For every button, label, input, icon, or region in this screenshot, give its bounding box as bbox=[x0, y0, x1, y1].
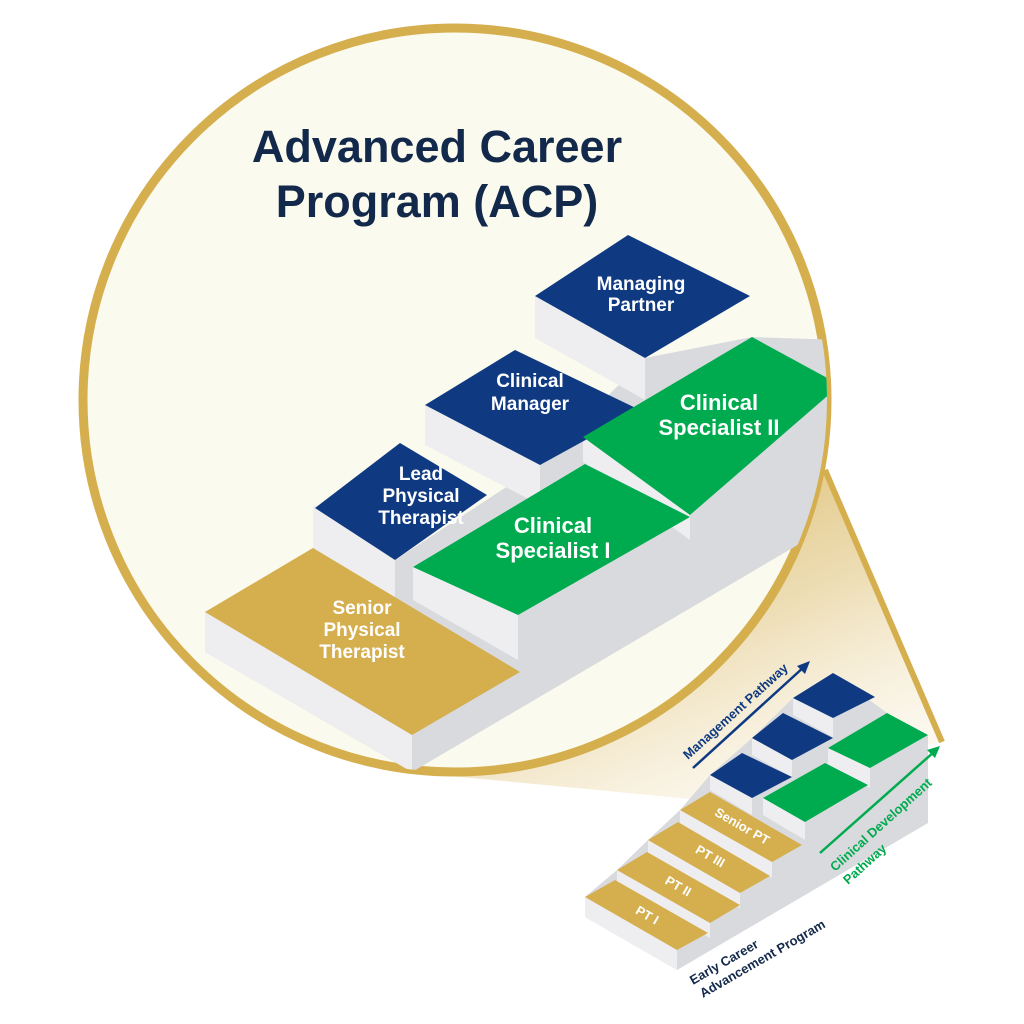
acp-staircase bbox=[205, 235, 827, 772]
clinical-arrowhead bbox=[927, 746, 940, 758]
step-small-navy-2 bbox=[752, 713, 833, 760]
early-staircase bbox=[585, 673, 928, 970]
label-lead-pt-3: Therapist bbox=[378, 508, 464, 529]
step-lead-physical-therapist bbox=[315, 443, 487, 560]
magnifier-edge bbox=[822, 468, 945, 744]
step-small-green-1 bbox=[763, 763, 868, 822]
step-clinical-specialist-1 bbox=[413, 464, 690, 615]
step-pt-1 bbox=[585, 880, 708, 950]
step-small-navy-3 bbox=[793, 673, 875, 718]
label-senior-pt-1: Senior bbox=[332, 598, 392, 619]
label-managing-partner-2: Partner bbox=[608, 295, 675, 316]
title-line-1: Advanced Career bbox=[252, 121, 622, 172]
label-clinical-specialist-2-a: Clinical bbox=[680, 390, 758, 415]
step-senior-physical-therapist bbox=[205, 548, 520, 735]
label-senior-pt-2: Physical bbox=[323, 620, 400, 641]
step-pt-3 bbox=[648, 822, 770, 893]
clinical-arrow bbox=[819, 750, 936, 854]
label-clinical-manager-1: Clinical bbox=[496, 371, 564, 392]
title-line-2: Program (ACP) bbox=[276, 176, 599, 227]
management-arrow bbox=[692, 665, 806, 769]
label-managing-partner-1: Managing bbox=[597, 274, 686, 295]
label-clinical-specialist-1-a: Clinical bbox=[514, 513, 592, 538]
label-senior-pt-3: Therapist bbox=[319, 642, 405, 663]
step-pt-2 bbox=[617, 852, 740, 923]
label-clinical-specialist-1-b: Specialist I bbox=[496, 538, 611, 563]
label-lead-pt-1: Lead bbox=[399, 464, 443, 485]
label-clinical-specialist-2-b: Specialist II bbox=[658, 415, 779, 440]
management-arrowhead bbox=[797, 661, 810, 674]
label-clinical-manager-2: Manager bbox=[491, 394, 570, 415]
step-senior-pt bbox=[680, 792, 802, 862]
step-clinical-specialist-2 bbox=[583, 337, 827, 515]
step-managing-partner bbox=[535, 235, 750, 358]
label-lead-pt-2: Physical bbox=[382, 486, 459, 507]
step-small-navy-1 bbox=[710, 753, 792, 798]
step-small-green-2 bbox=[828, 713, 928, 768]
